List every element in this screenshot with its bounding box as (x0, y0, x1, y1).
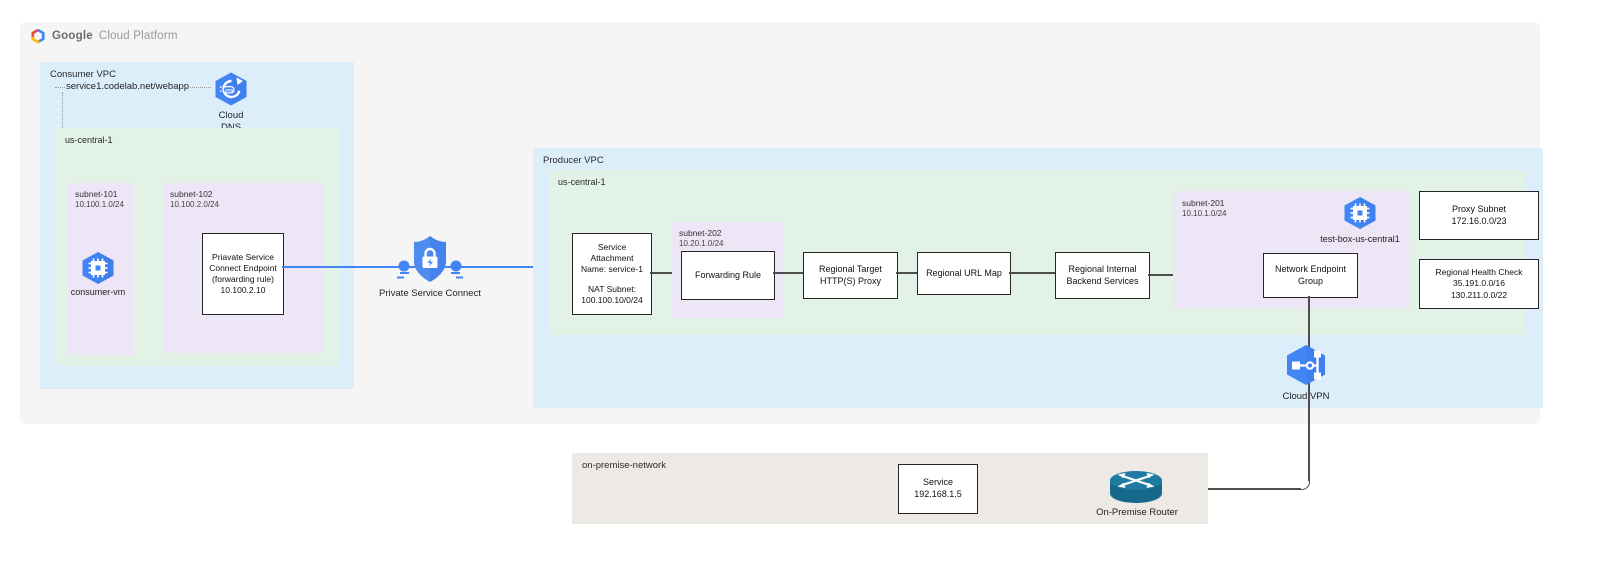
subnet-202-label: subnet-202 10.20.1.0/24 (679, 228, 724, 249)
onprem-service-box: Service 192.168.1.5 (898, 464, 978, 514)
proxy-subnet-box: Proxy Subnet 172.16.0.0/23 (1419, 191, 1539, 240)
cloud-vpn-icon (1283, 342, 1329, 393)
onprem-network-label: on-premise-network (582, 460, 666, 471)
dotted-connector-dns (182, 87, 211, 88)
regional-url-map-box: Regional URL Map (917, 252, 1011, 295)
subnet-102-label: subnet-102 10.100.2.0/24 (170, 189, 219, 210)
cloud-dns-icon: DNS (212, 70, 250, 113)
producer-vpc-label: Producer VPC (543, 155, 604, 166)
onprem-network: on-premise-network (572, 453, 1208, 524)
svg-text:DNS: DNS (225, 87, 234, 92)
cloud-vpn-label: Cloud VPN (1282, 391, 1330, 402)
dns-record-text: service1.codelab.net/webapp (66, 81, 190, 92)
gcp-logo-word2: Cloud Platform (98, 30, 178, 42)
service-attachment-box: Service Attachment Name: service-1 NAT S… (572, 233, 652, 315)
connector-line (896, 272, 917, 274)
private-service-connect-icon (396, 234, 464, 295)
forwarding-rule-box: Forwarding Rule (681, 251, 775, 300)
consumer-vpc-label: Consumer VPC (50, 69, 116, 80)
psc-label: Private Service Connect (379, 288, 481, 299)
consumer-vm-label: consumer-vm (70, 287, 126, 297)
onprem-router-icon (1108, 468, 1164, 511)
gcp-logo-icon (30, 28, 46, 44)
psc-endpoint-box: Priavate Service Connect Endpoint (forwa… (202, 233, 284, 315)
network-endpoint-group-box: Network Endpoint Group (1263, 253, 1358, 298)
regional-target-proxy-box: Regional Target HTTP(S) Proxy (803, 252, 898, 299)
consumer-vm-icon (80, 250, 116, 291)
connector-line (773, 272, 803, 274)
connector-line (1009, 272, 1055, 274)
vpn-line-corner (1300, 480, 1310, 490)
regional-health-check-box: Regional Health Check 35.191.0.0/16 130.… (1419, 259, 1539, 309)
connector-line (650, 272, 681, 274)
gcp-logo-word1: Google (52, 30, 93, 42)
test-box-vm-icon (1342, 195, 1378, 236)
onprem-router-label: On-Premise Router (1096, 507, 1178, 518)
dotted-connector (55, 87, 65, 88)
subnet-101-label: subnet-101 10.100.1.0/24 (75, 189, 124, 210)
regional-backend-services-box: Regional Internal Backend Services (1055, 252, 1150, 299)
test-box-label: test-box-us-central1 (1320, 234, 1400, 244)
cloud-dns-label: Cloud DNS (218, 110, 244, 133)
consumer-region-label: us-central-1 (65, 135, 113, 145)
gcp-logo: Google Cloud Platform (30, 28, 178, 44)
vpn-line-vertical (1308, 296, 1310, 481)
producer-region-label: us-central-1 (558, 177, 606, 187)
subnet-201-label: subnet-201 10.10.1.0/24 (1182, 198, 1227, 219)
